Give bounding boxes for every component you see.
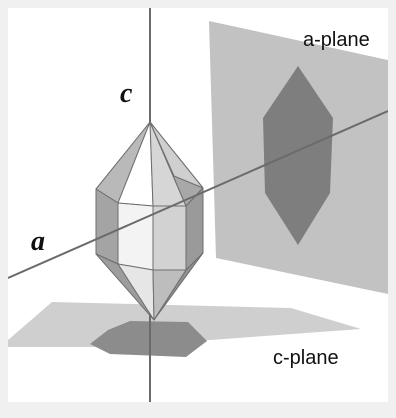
a-axis-label: a [31,226,45,257]
c-plane-hexagon [90,321,207,357]
c-axis-label: c [120,78,133,109]
crystal-diagram-graphic [8,8,388,402]
a-plane-label: a-plane [303,29,370,51]
a-axis-line [8,110,388,279]
c-plane-label: c-plane [273,347,339,369]
crystal-axes-diagram: c a a-plane c-plane [8,8,388,402]
a-plane-hexagon [263,66,333,245]
hexagonal-crystal [95,121,204,321]
